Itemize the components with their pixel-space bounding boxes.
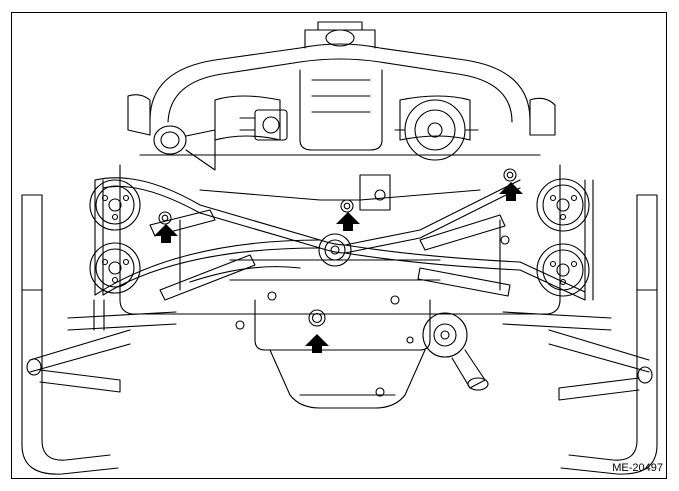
- sensor-unit: [239, 109, 288, 141]
- arrow-up-left-bolt: [154, 224, 178, 243]
- figure-code-label: ME-20497: [612, 462, 663, 474]
- figure-frame: [11, 12, 667, 479]
- cam-sprocket-right-lower: [536, 243, 590, 297]
- cam-sprocket-left-upper: [89, 179, 141, 231]
- oil-pan: [269, 349, 426, 409]
- intake-manifold: [127, 21, 556, 151]
- cam-sprocket-left-lower: [89, 242, 141, 294]
- arrow-up-center-bolt: [336, 212, 360, 231]
- bolt-right-upper: [503, 168, 517, 182]
- bolt-lower: [308, 309, 326, 327]
- engine-block: [119, 154, 561, 351]
- indicator-arrows: [154, 182, 523, 353]
- water-pump: [422, 312, 489, 391]
- bolt-left: [158, 211, 172, 225]
- chain-guides: [149, 209, 511, 301]
- cam-sprocket-right-upper: [536, 178, 590, 232]
- thermostat-housing: [153, 125, 216, 171]
- support-frame-right: [502, 194, 658, 475]
- arrow-up-lower-bolt: [305, 334, 329, 353]
- support-frame-left: [21, 194, 177, 475]
- crank-sprocket: [318, 233, 352, 267]
- throttle-body: [394, 99, 479, 161]
- arrow-up-right-bolt: [499, 182, 523, 201]
- bolt-center-upper: [340, 199, 354, 213]
- bolt-locations: [158, 168, 517, 327]
